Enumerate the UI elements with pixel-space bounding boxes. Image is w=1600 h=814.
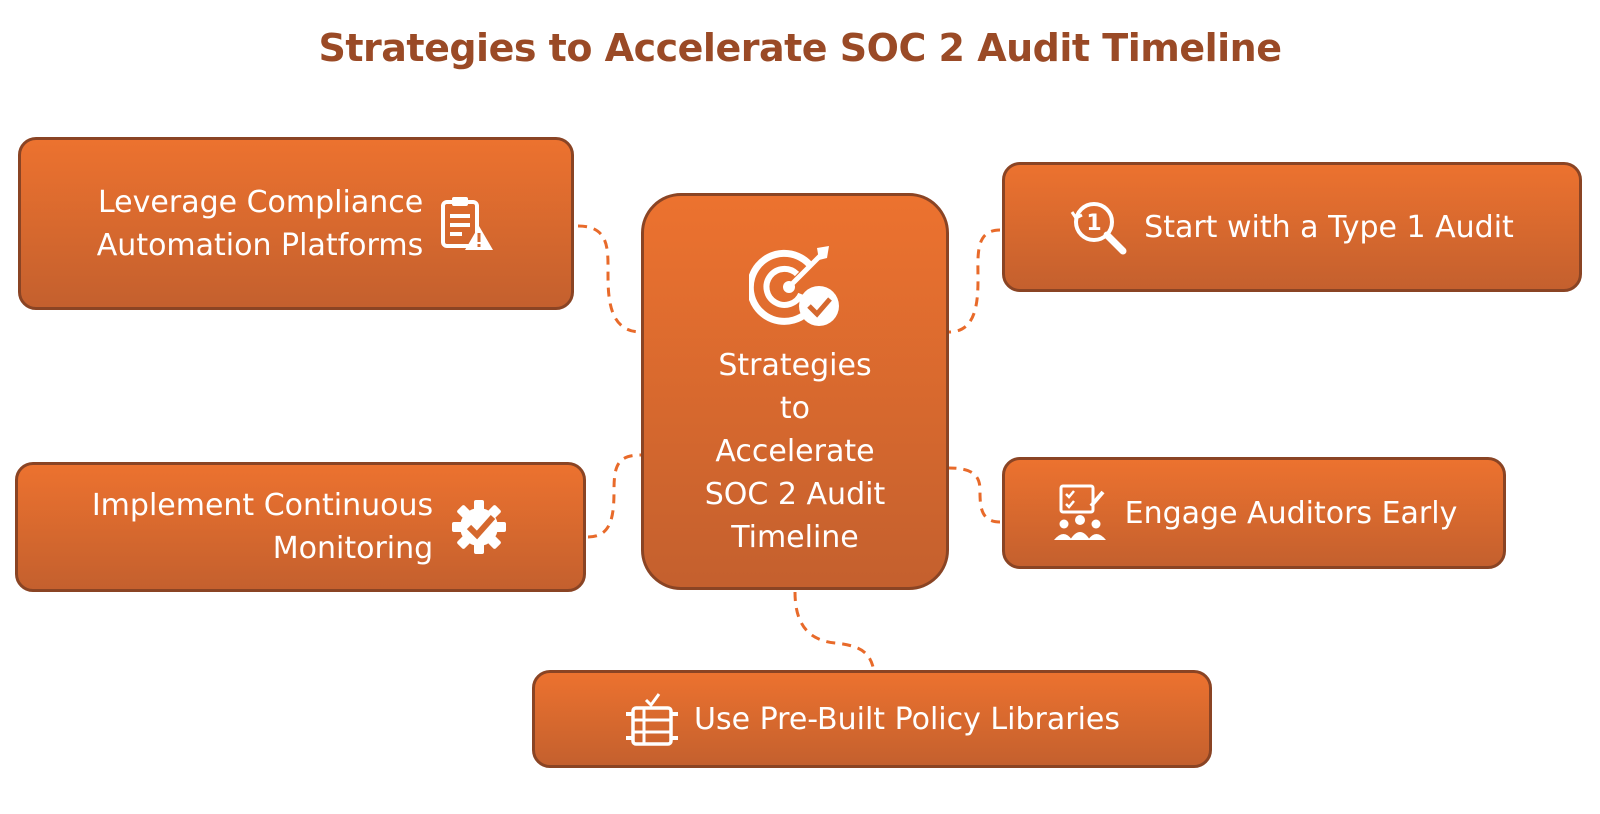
strategy-engage-auditors: Engage Auditors Early [1002,457,1506,569]
svg-text:1: 1 [1087,211,1102,236]
connector-type1 [948,228,1001,334]
strategy-label: Start with a Type 1 Audit [1144,209,1514,245]
central-label: Strategies to Accelerate SOC 2 Audit Tim… [704,348,886,555]
connector-engage [948,466,1001,524]
strategy-continuous-monitoring: Implement Continuous Monitoring [15,462,586,592]
auditor-team-icon [1051,484,1109,542]
connector-monitor [587,453,642,539]
strategy-label: Leverage Compliance Automation Platforms [96,184,424,263]
type1-search-icon: 1 [1070,198,1128,256]
page-title: Strategies to Accelerate SOC 2 Audit Tim… [318,26,1282,70]
clipboard-warning-icon [437,194,495,254]
strategy-label: Implement Continuous Monitoring [91,488,434,566]
gear-check-icon [449,497,509,557]
strategy-label: Use Pre-Built Policy Libraries [694,701,1120,737]
strategy-type1-audit: 1 Start with a Type 1 Audit [1002,162,1582,292]
policy-library-icon [624,692,680,746]
strategy-label: Engage Auditors Early [1124,495,1458,531]
target-check-icon [749,242,841,328]
strategy-policy-libraries: Use Pre-Built Policy Libraries [532,670,1212,768]
central-strategy-node: Strategies to Accelerate SOC 2 Audit Tim… [641,193,949,590]
connector-policy [793,591,877,678]
strategy-leverage-compliance: Leverage Compliance Automation Platforms [18,137,574,310]
connector-leverage [577,224,642,334]
